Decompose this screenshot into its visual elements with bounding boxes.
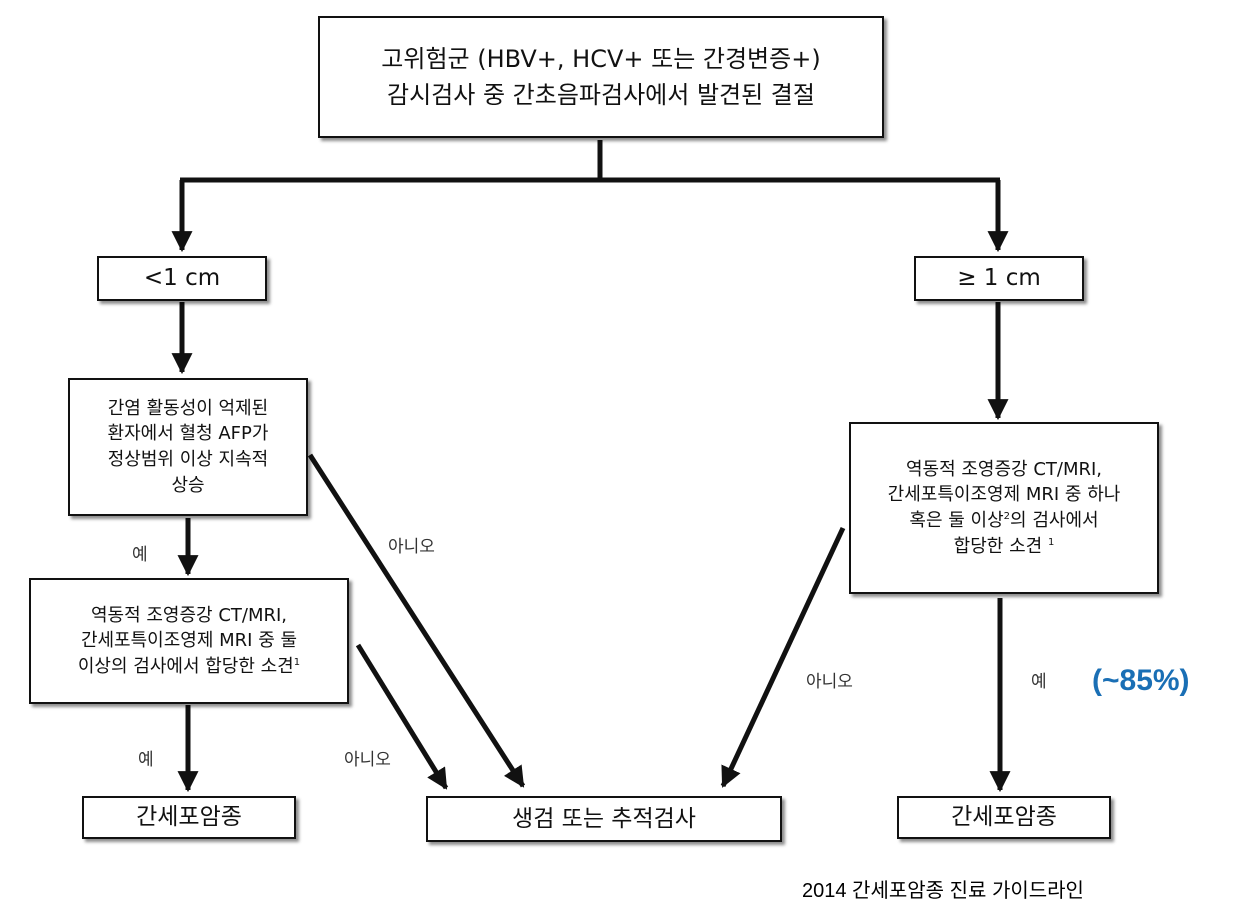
footnote-marker: 1 [1047,536,1055,548]
left-imaging-node: 역동적 조영증강 CT/MRI, 간세포특이조영제 MRI 중 둘 이상의 검사… [29,578,349,704]
afp-line: 간염 활동성이 억제된 [107,397,269,419]
hcc-right-label: 간세포암종 [951,804,1057,831]
small-nodule-node: <1 cm [97,256,267,301]
probability-highlight: (~85%) [1092,664,1190,697]
edge-label-afp-yes: 예 [132,545,148,565]
hcc-left-label: 간세포암종 [136,804,242,831]
source-caption: 2014 간세포암종 진료 가이드라인 [802,880,1084,902]
edge-label-left-imaging-yes: 예 [138,750,154,770]
right-imaging-line: 혹은 둘 이상2의 검사에서 [909,510,1099,531]
arrow-right-imaging-no [720,526,846,788]
arrow-afp-no [307,453,526,788]
hcc-right-node: 간세포암종 [897,796,1111,839]
footnote-marker: 1 [293,656,301,668]
edge-label-right-imaging-yes: 예 [1031,672,1047,692]
left-imaging-line: 이상의 검사에서 합당한 소견1 [77,655,301,677]
afp-line: 환자에서 혈청 AFP가 [107,423,269,445]
arrow-left-imaging-no [355,643,449,790]
afp-line: 정상범위 이상 지속적 [107,449,269,470]
top-node: 고위험군 (HBV+, HCV+ 또는 간경변증+) 감시검사 중 간초음파검사… [318,16,884,138]
small-nodule-label: <1 cm [143,265,221,292]
left-imaging-line: 역동적 조영증강 CT/MRI, [90,604,288,626]
large-nodule-label: ≥ 1 cm [957,265,1041,292]
afp-node: 간염 활동성이 억제된 환자에서 혈청 AFP가 정상범위 이상 지속적 상승 [68,378,308,516]
left-imaging-line: 간세포특이조영제 MRI 중 둘 [80,630,298,652]
edge-label-left-imaging-no: 아니오 [344,750,391,770]
afp-line: 상승 [171,474,205,496]
right-imaging-line: 간세포특이조영제 MRI 중 하나 [887,484,1121,506]
edge-label-right-imaging-no: 아니오 [806,672,853,692]
top-node-line2: 감시검사 중 간초음파검사에서 발견된 결절 [387,81,815,109]
edge-label-afp-no: 아니오 [388,537,435,557]
large-nodule-node: ≥ 1 cm [914,256,1084,301]
footnote-marker: 2 [1003,511,1011,522]
hcc-left-node: 간세포암종 [82,796,296,839]
right-imaging-line: 역동적 조영증강 CT/MRI, [905,458,1103,480]
biopsy-label: 생검 또는 추적검사 [512,805,696,832]
biopsy-node: 생검 또는 추적검사 [426,796,782,842]
top-node-line1: 고위험군 (HBV+, HCV+ 또는 간경변증+) [381,45,821,73]
right-imaging-node: 역동적 조영증강 CT/MRI, 간세포특이조영제 MRI 중 하나 혹은 둘 … [849,422,1159,594]
right-imaging-line: 합당한 소견 1 [953,535,1055,557]
